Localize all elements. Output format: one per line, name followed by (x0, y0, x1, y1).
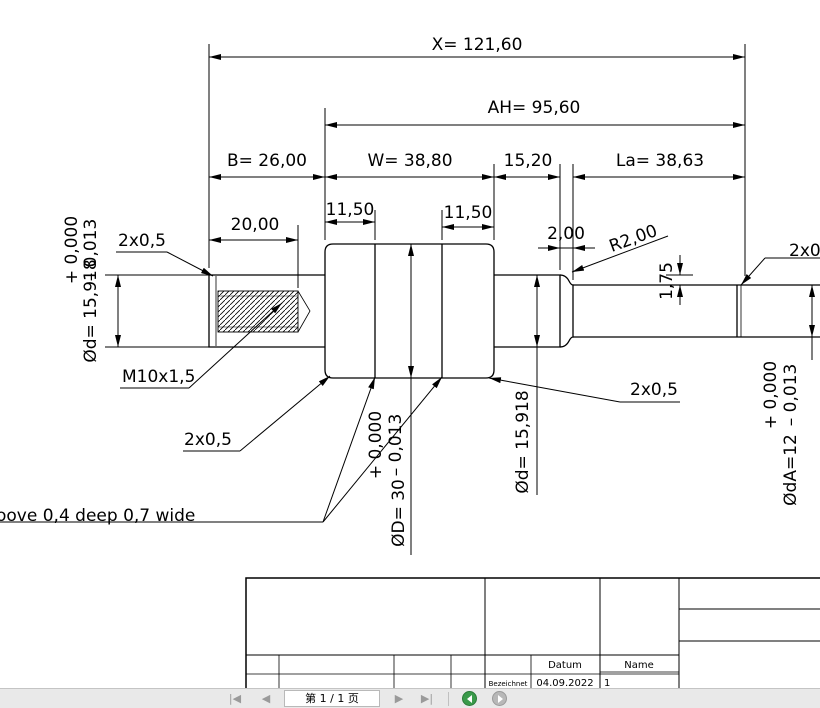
dim-tol-d-left-upper: + 0,000 (62, 216, 82, 284)
dim-undercut-depth: 1,75 (657, 262, 677, 300)
dim-diameter-D: ØD= 30 (389, 479, 409, 547)
dim-diameter-dA: ØdA=12 (781, 434, 801, 506)
viewer-toolbar: |◀ ◀ 第 1 / 1 页 ▶ ▶| (0, 688, 820, 708)
dim-radius: R2,00 (607, 221, 661, 257)
note-groove: oove 0,4 deep 0,7 wide (0, 506, 195, 526)
title-block (245, 577, 820, 688)
title-block-text: Datum Name Bezeichnet 04.09.2022 1 (489, 660, 654, 688)
dim-undercut-width: 2,00 (547, 224, 585, 244)
next-view-button[interactable] (492, 691, 507, 706)
dim-diameter-d-left: Ød= 15,918 (81, 259, 101, 362)
leader-lines (0, 235, 820, 523)
dim-w-length: W= 38,80 (367, 151, 452, 171)
dim-tol-D-upper: + 0,000 (366, 411, 386, 479)
last-page-button[interactable]: ▶| (420, 692, 434, 705)
tb-col-name: Name (624, 660, 654, 671)
tb-date-value: 04.09.2022 (536, 678, 593, 688)
first-page-button[interactable]: |◀ (228, 692, 242, 705)
dim-b-length: B= 26,00 (227, 151, 307, 171)
dim-thread-length: 20,00 (231, 215, 280, 235)
dim-thread: M10x1,5 (122, 367, 195, 387)
dimension-text: X= 121,60 AH= 95,60 B= 26,00 W= 38,80 15… (62, 35, 801, 547)
technical-drawing: X= 121,60 AH= 95,60 B= 26,00 W= 38,80 15… (0, 35, 820, 688)
chamfer-notes: 2x0,5 2x0,5 2x0,5 2x0 oove 0,4 deep 0,7 … (0, 231, 820, 526)
tb-row-label: Bezeichnet (489, 680, 528, 688)
tb-name-value: 1 (604, 678, 610, 688)
shaft-outline (208, 243, 820, 379)
dim-tol-dA-upper: + 0,000 (761, 361, 781, 429)
dim-groove-width-left: 11,50 (326, 200, 375, 220)
note-chamfer-far-right: 2x0 (789, 241, 820, 261)
dim-tol-dA-lower: – 0,013 (781, 364, 801, 427)
dim-overall-length: X= 121,60 (432, 35, 523, 55)
dimension-lines (105, 44, 815, 555)
note-chamfer-right-collar: 2x0,5 (630, 380, 678, 400)
dim-la-length: La= 38,63 (616, 151, 704, 171)
dim-groove-width-right: 11,50 (444, 203, 493, 223)
dim-ah-length: AH= 95,60 (488, 98, 581, 118)
note-chamfer-bottom-left: 2x0,5 (184, 430, 232, 450)
dim-tol-d-left-lower: – 0,013 (81, 219, 101, 282)
toolbar-separator (448, 692, 449, 706)
note-chamfer-top-left: 2x0,5 (118, 231, 166, 251)
tb-col-date: Datum (548, 660, 582, 671)
dim-tol-D-lower: – 0,013 (386, 414, 406, 477)
previous-view-button[interactable] (462, 691, 477, 706)
page-indicator[interactable]: 第 1 / 1 页 (284, 690, 380, 707)
dim-gap-length: 15,20 (504, 151, 553, 171)
dim-diameter-d-right: Ød= 15,918 (513, 390, 533, 493)
next-page-button[interactable]: ▶ (394, 692, 404, 705)
previous-page-button[interactable]: ◀ (261, 692, 271, 705)
internal-thread (217, 290, 311, 333)
